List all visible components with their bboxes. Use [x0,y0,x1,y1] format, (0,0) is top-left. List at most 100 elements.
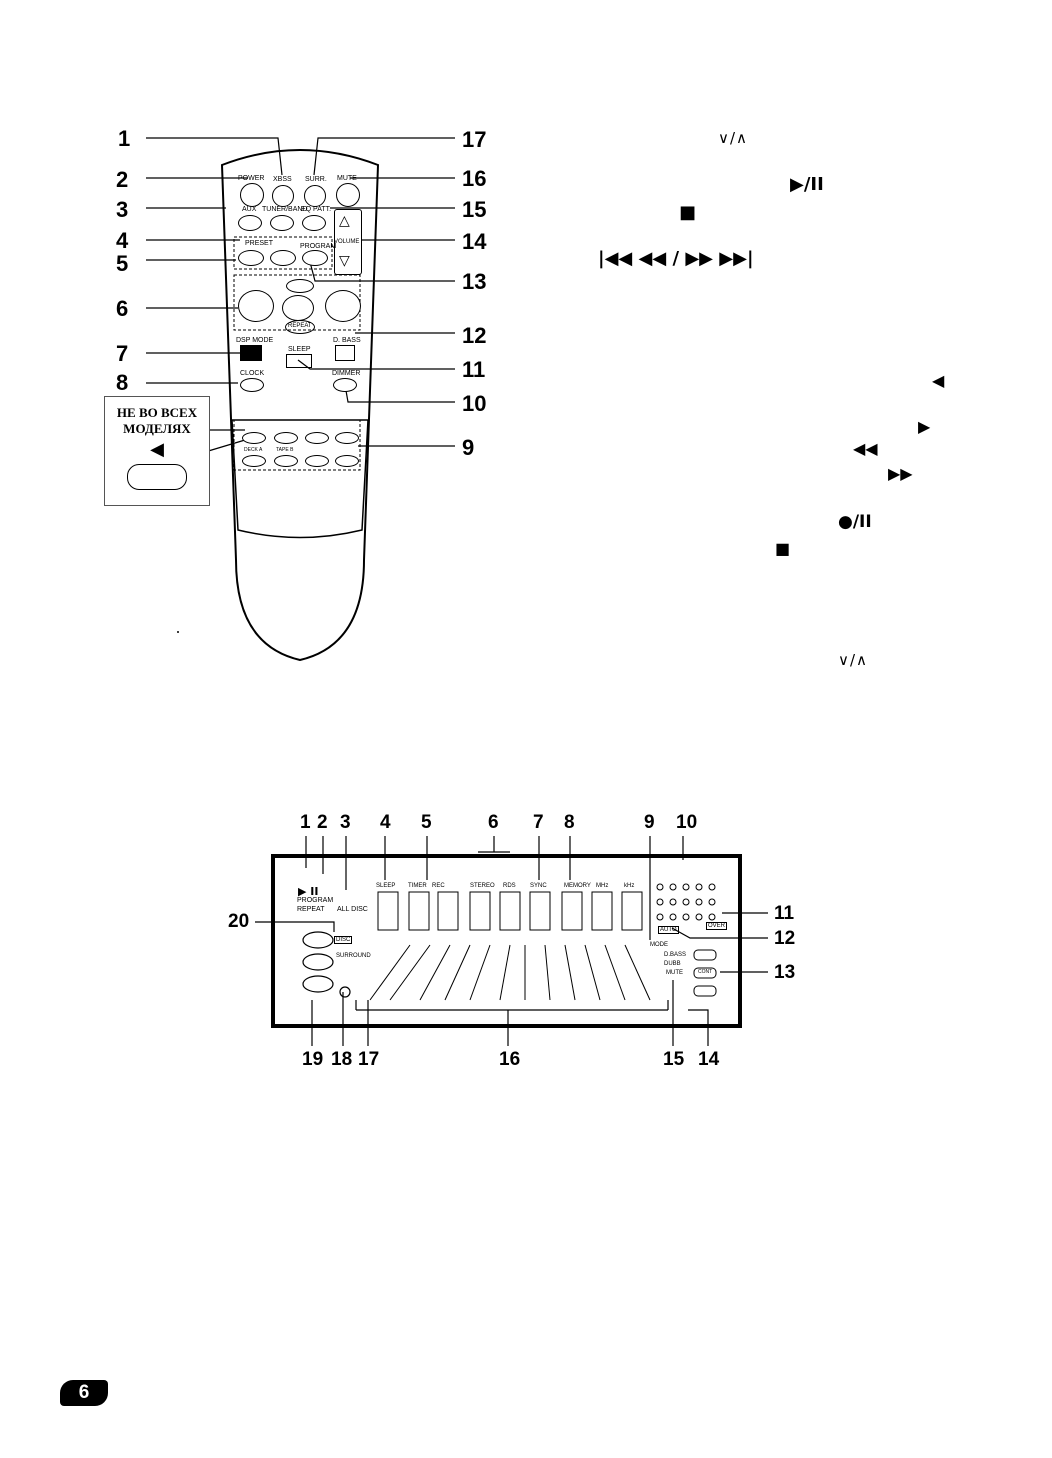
tape-b-button [274,455,298,467]
callout-number: 12 [462,323,487,348]
preset-up-button [270,250,296,266]
callout-number: 7 [116,341,129,366]
callout-number: 3 [116,197,129,222]
volume-rocker: △ ▽ [334,209,362,275]
sleep-button [286,354,312,368]
repeat-label: REPEAT [288,323,312,329]
callout-number: 17 [462,127,487,152]
display-callout-number: 13 [774,962,796,983]
surround-indicator: SURROUND [336,953,371,959]
forward-play-icon: ▶ [918,417,931,436]
preset-label: PRESET [245,240,274,247]
display-callout-number: 5 [421,812,432,833]
display-callout-number: 17 [358,1049,380,1070]
surround-button [304,185,326,207]
mute-button [336,183,360,207]
deck-record-button [305,455,329,467]
display-callout-number: 10 [676,812,698,833]
not-all-models-callout: НЕ ВО ВСЕХ МОДЕЛЯХ ◀ [104,396,210,506]
tuner-band-label: TUNER/BAND [262,206,308,213]
stop-button [282,295,314,321]
dsp-mode-button [240,345,262,361]
mute-label: MUTE [337,175,357,182]
power-button [240,183,264,207]
deck-play-button [274,432,298,444]
play-pause-button [286,279,314,293]
eq-patt-label: EQ PATT. [301,206,332,213]
callout-number: 15 [462,197,487,222]
deck-stop-button [335,455,359,467]
d-bass-label: D. BASS [333,337,361,344]
callout-text: НЕ ВО ВСЕХ МОДЕЛЯХ [116,405,198,436]
skip-search-icons: |◀◀ ◀◀ / ▶▶ ▶▶| [598,248,754,269]
over-indicator: OVER [706,922,728,930]
display-callout-number: 15 [663,1049,685,1070]
callout-number: 13 [462,269,487,294]
dsp-mode-label: DSP MODE [236,337,274,344]
auto-indicator: AUTO [658,926,679,934]
callout-number: 2 [116,167,129,192]
display-callout-number: 4 [380,812,391,833]
repeat-indicator: REPEAT [297,906,325,913]
display-callout-number: 19 [302,1049,324,1070]
volume-down-icon: ▽ [339,252,350,268]
page-number: 6 [78,1382,90,1403]
callout-number: 16 [462,166,487,191]
display-callout-number: 16 [499,1049,521,1070]
stop-icon: ■ [775,539,791,558]
reverse-play-button-illustration [127,464,187,490]
callout-number: 8 [116,370,129,395]
xbss-label: XBSS [273,176,292,183]
dsp-mode-indicator: MODE [650,942,668,948]
repeat-button [285,320,315,334]
memory-indicator: MEMORY [564,883,591,889]
sleep-label: SLEEP [288,346,311,353]
display-callout-number: 9 [644,812,655,833]
fast-forward-icon: ▶▶ [888,464,913,483]
tuner-band-button [270,215,294,231]
reverse-play-icon: ◀ [150,439,164,460]
program-label: PROGRAM [300,243,337,250]
program-button [302,250,328,266]
dbass-indicator: D.BASS [664,952,687,958]
page-number-badge: 6 [60,1380,108,1406]
display-callout-number: 20 [228,911,250,932]
display-callout-number: 8 [564,812,575,833]
rds-indicator: RDS [503,883,516,889]
volume-up-icon: △ [339,212,350,228]
stop-icon: ■ [679,202,697,223]
all-disc-indicator: ALL DISC [337,906,368,913]
program-indicator: PROGRAM [297,897,334,904]
reverse-play-icon: ◀ [932,371,945,390]
display-callout-number: 14 [698,1049,720,1070]
callout-number: 9 [462,435,475,460]
deck-rewind-button [305,432,329,444]
display-callout-number: 7 [533,812,544,833]
rec-indicator: REC [432,883,445,889]
rewind-icon: ◀◀ [853,439,878,458]
cont-indicator: CONT [698,969,713,975]
record-pause-icon: ●/II [838,512,872,532]
remote-illustration [146,137,455,662]
preset-down-button [238,250,264,266]
callout-number: 1 [118,126,131,151]
tape-b-label: TAPE B [276,447,294,453]
clock-label: CLOCK [240,370,265,377]
dimmer-button [333,378,357,392]
skip-back-button [238,290,274,322]
stereo-indicator: STEREO [470,883,495,889]
deck-ffwd-button [335,432,359,444]
deck-a-button [242,455,266,467]
display-callout-number: 11 [774,903,795,924]
play-pause-indicator: ▶ II [298,885,319,898]
xbss-button [272,185,294,207]
aux-label: AUX [242,206,257,213]
volume-label: VOLUME [334,239,360,245]
khz-indicator: kHz [624,883,635,889]
callout-number: 5 [116,251,129,276]
dimmer-label: DIMMER [332,370,361,377]
surr-label: SURR. [305,176,327,183]
deck-rewind-left-button [242,432,266,444]
callout-number: 11 [462,357,486,382]
display-illustration [255,836,768,1046]
